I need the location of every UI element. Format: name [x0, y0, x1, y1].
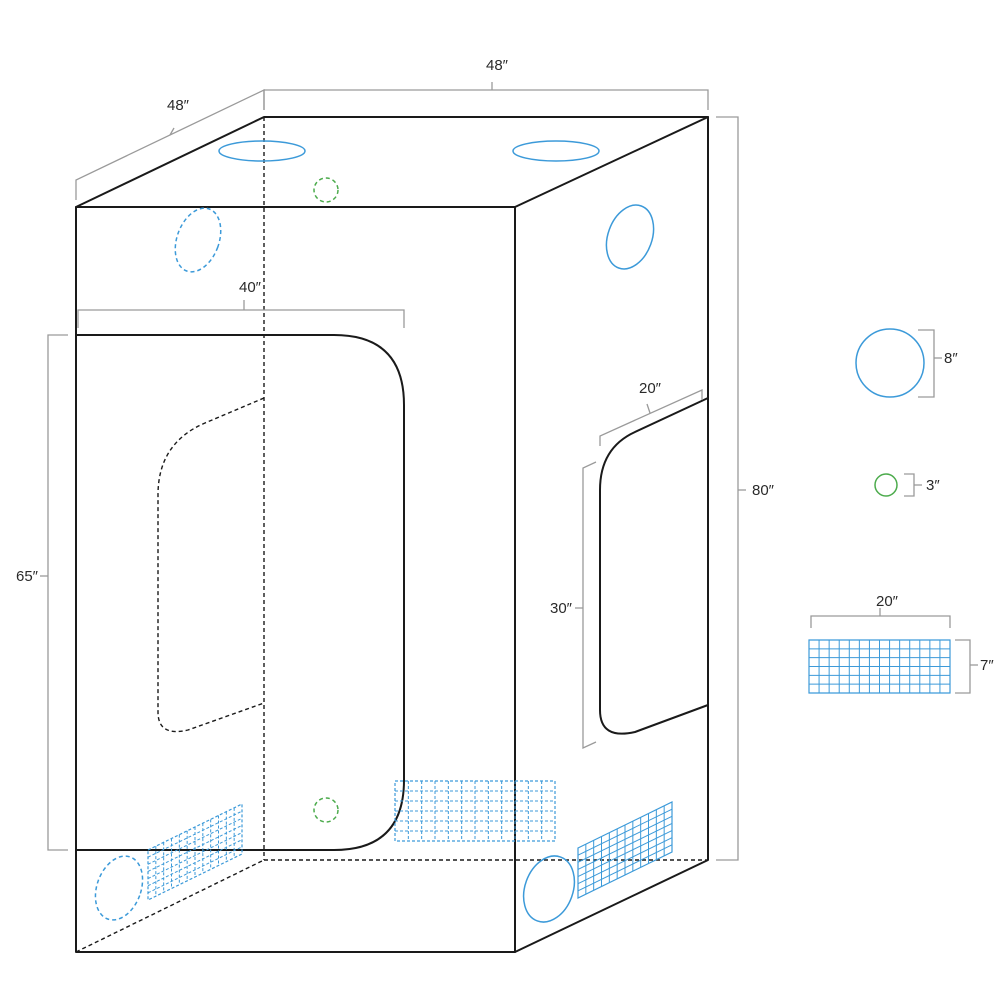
dim-top-depth-tick: [169, 127, 175, 136]
dimension-labels: 48″ 48″ 80″ 40″ 65″ 20″ 30″ 8″ 3″ 20″ 7″: [16, 57, 994, 674]
legend: [808, 328, 951, 694]
right-face-edges: [514, 116, 709, 953]
mesh-line: [147, 810, 243, 858]
dim-door-height: [47, 334, 68, 851]
small-vent-icon: [313, 797, 339, 823]
small-vent-icon: [313, 177, 339, 203]
mesh-line: [577, 837, 673, 885]
mesh-line: [577, 830, 673, 878]
small-vent-legend-icon: [874, 473, 898, 497]
dim-window-width: [599, 388, 703, 446]
large-vent-icon: [605, 204, 655, 270]
mesh-line: [147, 817, 243, 865]
large-vent-icon: [218, 140, 306, 162]
mesh-vent-left: [147, 803, 243, 901]
mesh-frame: [147, 803, 243, 901]
mesh-line: [147, 839, 243, 887]
mesh-vent-center: [394, 780, 556, 842]
large-vents: [94, 140, 655, 923]
back-left-bottom-edge: [75, 859, 265, 953]
dimension-lines: [40, 82, 978, 861]
dim-legend-mesh-height: [955, 639, 971, 694]
dim-door-width: [77, 309, 405, 328]
mesh-line: [577, 844, 673, 892]
label-top-width: 48″: [486, 57, 509, 74]
dim-window-height: [582, 461, 597, 750]
side-window-outline: [599, 397, 709, 735]
mesh-line: [577, 808, 673, 856]
mesh-legend-icon: [808, 639, 951, 694]
dim-legend-small: [904, 473, 915, 497]
front-face: [75, 206, 516, 953]
label-height: 80″: [752, 482, 775, 499]
hidden-edges: [75, 117, 708, 953]
label-legend-small-vent: 3″: [926, 477, 940, 494]
small-vents: [313, 177, 339, 823]
dim-legend-large: [918, 329, 935, 398]
label-top-depth: 48″: [167, 97, 190, 114]
label-window-height: 30″: [550, 600, 573, 617]
label-door-height: 65″: [16, 568, 39, 585]
large-vent-icon: [174, 207, 222, 273]
label-door-width: 40″: [239, 279, 262, 296]
dim-window-width-tick: [646, 403, 651, 414]
mesh-line: [147, 832, 243, 880]
label-legend-mesh-width: 20″: [876, 593, 899, 610]
label-legend-mesh-height: 7″: [980, 657, 994, 674]
dim-height: [716, 116, 739, 861]
label-legend-large-vent: 8″: [944, 350, 958, 367]
large-vent-icon: [522, 855, 576, 923]
label-window-width: 20″: [639, 380, 662, 397]
dim-top-width: [263, 89, 709, 110]
large-vent-icon: [94, 855, 144, 921]
dim-legend-mesh-width: [810, 615, 951, 628]
mesh-line: [147, 824, 243, 872]
mesh-line: [577, 815, 673, 863]
mesh-vent-right: [577, 801, 673, 899]
door-inner-window: [157, 397, 265, 733]
tent-outline: [75, 116, 709, 953]
large-vent-icon: [512, 140, 600, 162]
door-outline: [75, 334, 405, 851]
mesh-line: [147, 846, 243, 894]
mesh-line: [577, 822, 673, 870]
large-vent-legend-icon: [855, 328, 925, 398]
